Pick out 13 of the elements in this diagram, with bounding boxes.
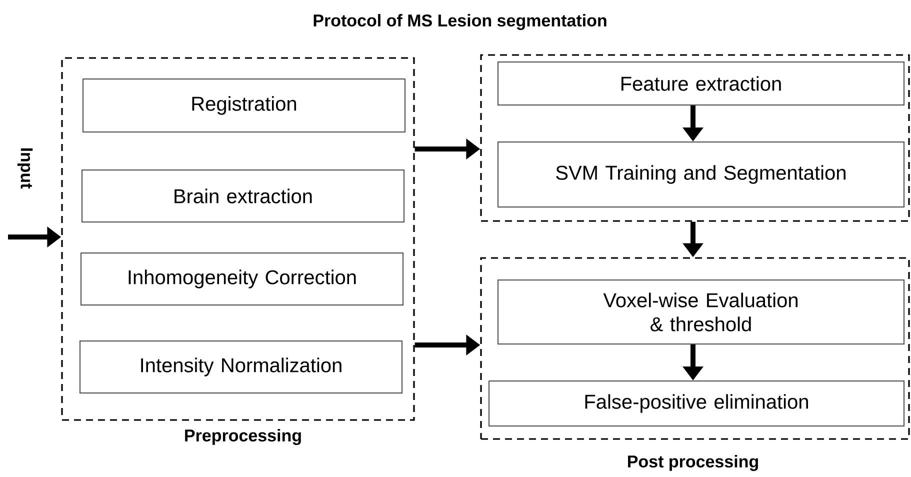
- process-box: Feature extraction: [498, 62, 904, 106]
- dashed-group-box: [480, 54, 910, 222]
- process-box: Brain extraction: [82, 170, 404, 222]
- process-box: Registration: [82, 78, 406, 132]
- title: Protocol of MS Lesion segmentation: [314, 14, 606, 30]
- process-box: Inhomogeneity Correction: [80, 252, 404, 306]
- input-label: Input: [17, 148, 33, 189]
- node-label: Preprocessing: [185, 429, 301, 445]
- process-box: Voxel-wise Evaluation & threshold: [498, 280, 904, 344]
- process-box: SVM Training and Segmentation: [498, 142, 904, 208]
- process-box: False-positive elimination: [488, 380, 904, 426]
- node-label: Post processing: [628, 455, 758, 471]
- process-box: Intensity Normalization: [80, 340, 402, 394]
